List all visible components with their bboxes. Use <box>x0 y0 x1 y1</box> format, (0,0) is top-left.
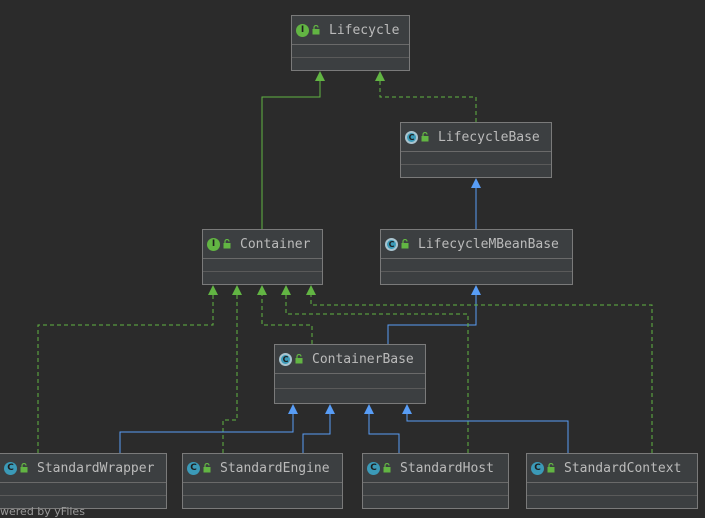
arrowhead-lifecycle-right <box>375 71 385 81</box>
yfiles-watermark: wered by yFiles <box>0 505 85 518</box>
node-standardwrapper[interactable]: C StandardWrapper <box>0 453 167 509</box>
edge-container-lifecycle <box>261 80 321 230</box>
class-icon: C <box>531 461 544 475</box>
node-containerbase-methods <box>275 389 425 403</box>
edge-context-container <box>310 294 653 453</box>
node-standardcontext-fields <box>527 483 697 496</box>
node-container-methods <box>203 272 322 284</box>
edge-engine-containerbase <box>302 413 331 453</box>
abstract-class-icon: C <box>405 130 418 144</box>
arrowhead-container-1 <box>208 285 218 295</box>
node-standardengine[interactable]: C StandardEngine <box>182 453 343 509</box>
edge-wrapper-container <box>37 294 214 453</box>
node-lifecyclembeanbase-label: LifecycleMBeanBase <box>418 236 559 252</box>
arrowhead-lifecycle-left <box>315 71 325 81</box>
node-containerbase-fields <box>275 374 425 389</box>
node-containerbase[interactable]: C ContainerBase <box>274 344 426 404</box>
lock-icon <box>383 463 391 473</box>
node-standardengine-fields <box>183 483 342 496</box>
node-container[interactable]: I Container <box>202 229 323 285</box>
arrowhead-containerbase-1 <box>288 404 298 414</box>
node-lifecyclebase-label: LifecycleBase <box>438 129 540 145</box>
edge-containerbase-container <box>261 294 313 344</box>
node-standardcontext[interactable]: C StandardContext <box>526 453 698 509</box>
edge-engine-container <box>222 294 238 453</box>
node-standardhost-fields <box>363 483 508 496</box>
arrowhead-containerbase-2 <box>325 404 335 414</box>
arrowhead-containerbase-3 <box>364 404 374 414</box>
interface-icon: I <box>207 237 220 251</box>
interface-icon: I <box>296 23 309 37</box>
node-container-fields <box>203 259 322 272</box>
node-lifecycle-methods <box>292 58 409 70</box>
edge-host-container <box>285 294 469 453</box>
lock-icon <box>312 25 320 35</box>
node-lifecycle[interactable]: I Lifecycle <box>291 15 410 71</box>
node-standardcontext-methods <box>527 496 697 508</box>
node-standardcontext-label: StandardContext <box>564 460 682 476</box>
lock-icon <box>295 354 303 364</box>
edge-containerbase-mbeanbase <box>387 294 477 344</box>
lock-icon <box>401 239 409 249</box>
node-standardengine-label: StandardEngine <box>220 460 330 476</box>
node-lifecyclebase[interactable]: C LifecycleBase <box>400 122 552 178</box>
arrowhead-container-2 <box>232 285 242 295</box>
edge-wrapper-containerbase <box>119 413 294 453</box>
node-container-label: Container <box>240 236 311 252</box>
node-lifecycle-label: Lifecycle <box>329 22 400 38</box>
node-standardwrapper-label: StandardWrapper <box>37 460 155 476</box>
node-standardwrapper-fields <box>0 483 166 496</box>
arrowhead-container-3 <box>257 285 267 295</box>
node-lifecyclebase-methods <box>401 165 551 177</box>
class-icon: C <box>367 461 380 475</box>
abstract-class-icon: C <box>279 352 292 366</box>
node-standardengine-methods <box>183 496 342 508</box>
node-standardhost[interactable]: C StandardHost <box>362 453 509 509</box>
node-containerbase-label: ContainerBase <box>312 351 414 367</box>
lock-icon <box>547 463 555 473</box>
class-icon: C <box>4 461 17 475</box>
arrowhead-mbeanbase <box>471 285 481 295</box>
arrowhead-container-4 <box>281 285 291 295</box>
lock-icon <box>20 463 28 473</box>
abstract-class-icon: C <box>385 237 398 251</box>
node-lifecyclebase-fields <box>401 152 551 165</box>
arrowhead-containerbase-4 <box>402 404 412 414</box>
lock-icon <box>203 463 211 473</box>
node-lifecyclembeanbase-methods <box>381 272 572 284</box>
class-icon: C <box>187 461 200 475</box>
arrowhead-container-5 <box>306 285 316 295</box>
lock-icon <box>223 239 231 249</box>
arrowhead-lifecyclebase <box>471 178 481 188</box>
node-lifecyclembeanbase[interactable]: C LifecycleMBeanBase <box>380 229 573 285</box>
edge-host-containerbase <box>368 413 400 453</box>
edge-lifecyclebase-lifecycle <box>379 80 477 122</box>
lock-icon <box>421 132 429 142</box>
edge-context-containerbase <box>406 413 569 453</box>
node-lifecyclembeanbase-fields <box>381 259 572 272</box>
node-standardhost-label: StandardHost <box>400 460 494 476</box>
node-lifecycle-fields <box>292 45 409 58</box>
node-standardhost-methods <box>363 496 508 508</box>
